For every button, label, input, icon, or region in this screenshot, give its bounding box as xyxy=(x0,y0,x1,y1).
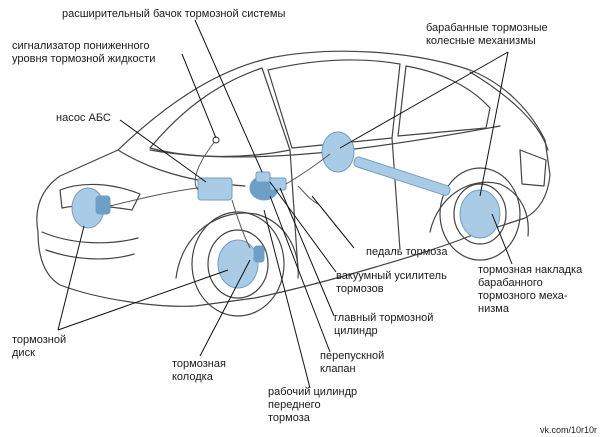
label-disc: тормозной диск xyxy=(12,334,67,359)
taillight xyxy=(519,149,547,187)
label-front-cylinder: рабочий цилиндр переднего тормоза xyxy=(268,386,358,424)
trunk-line xyxy=(469,71,549,151)
label-level-sensor: сигнализатор пониженного уровня тормозно… xyxy=(12,40,156,65)
brake-line-rear xyxy=(285,153,331,185)
front-wheel xyxy=(191,211,285,317)
windshield xyxy=(149,67,291,158)
grille xyxy=(41,231,139,260)
label-bypass-valve: перепускной клапан xyxy=(320,350,385,375)
label-drum-mechanisms: барабанные тормозные колесные механизмы xyxy=(426,22,548,47)
front-right-disc xyxy=(217,239,259,289)
pedal-linkage xyxy=(297,185,319,205)
side-window-rear xyxy=(397,65,491,137)
label-drum-lining: тормозная накладка барабанного тормозног… xyxy=(478,264,583,315)
label-master-cylinder: главный тормозной цилиндр xyxy=(334,312,434,337)
door-line xyxy=(289,137,401,271)
rear-axle xyxy=(353,156,451,196)
label-pedal: педаль тормоза xyxy=(366,246,448,258)
reservoir-unit xyxy=(255,171,271,183)
beltline xyxy=(149,125,501,158)
car-body-outline xyxy=(36,50,551,307)
label-vacuum-booster: вакуумный усилитель тормозов xyxy=(336,270,447,295)
watermark: vk.com/10r10r xyxy=(540,425,598,435)
side-window-front xyxy=(267,59,401,149)
label-caliper: тормозная колодка xyxy=(172,358,226,383)
rear-right-drum xyxy=(459,189,501,239)
rear-wheel-arch xyxy=(429,181,529,237)
front-wheel-arch xyxy=(175,212,299,279)
rear-left-drum xyxy=(321,131,355,173)
front-right-caliper xyxy=(253,245,265,263)
rear-wheel xyxy=(439,167,521,261)
label-abs-pump: насос АБС xyxy=(56,112,111,124)
brake-line-front xyxy=(109,187,199,207)
brake-line-wheel xyxy=(231,199,251,249)
front-left-caliper xyxy=(95,195,111,215)
abs-pump-unit xyxy=(197,177,233,201)
master-cylinder-unit xyxy=(269,177,287,191)
sensor-wire xyxy=(194,139,217,191)
label-reservoir: расширительный бачок тормозной системы xyxy=(62,8,286,20)
